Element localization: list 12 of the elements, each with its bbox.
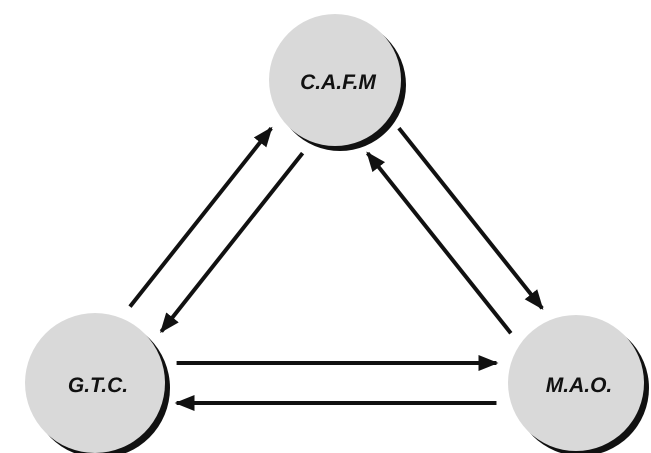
- arrow: [176, 355, 498, 371]
- circle-node: [25, 313, 171, 453]
- circle-node: [508, 315, 650, 453]
- arrow: [128, 126, 273, 308]
- arrow: [366, 152, 512, 334]
- node-label: M.A.O.: [546, 374, 612, 398]
- arrow: [174, 395, 496, 411]
- node-label: C.A.F.M: [300, 71, 376, 95]
- arrow: [397, 126, 544, 310]
- circle-node: [269, 14, 407, 152]
- node-label: G.T.C.: [68, 374, 128, 398]
- arrow: [160, 152, 304, 334]
